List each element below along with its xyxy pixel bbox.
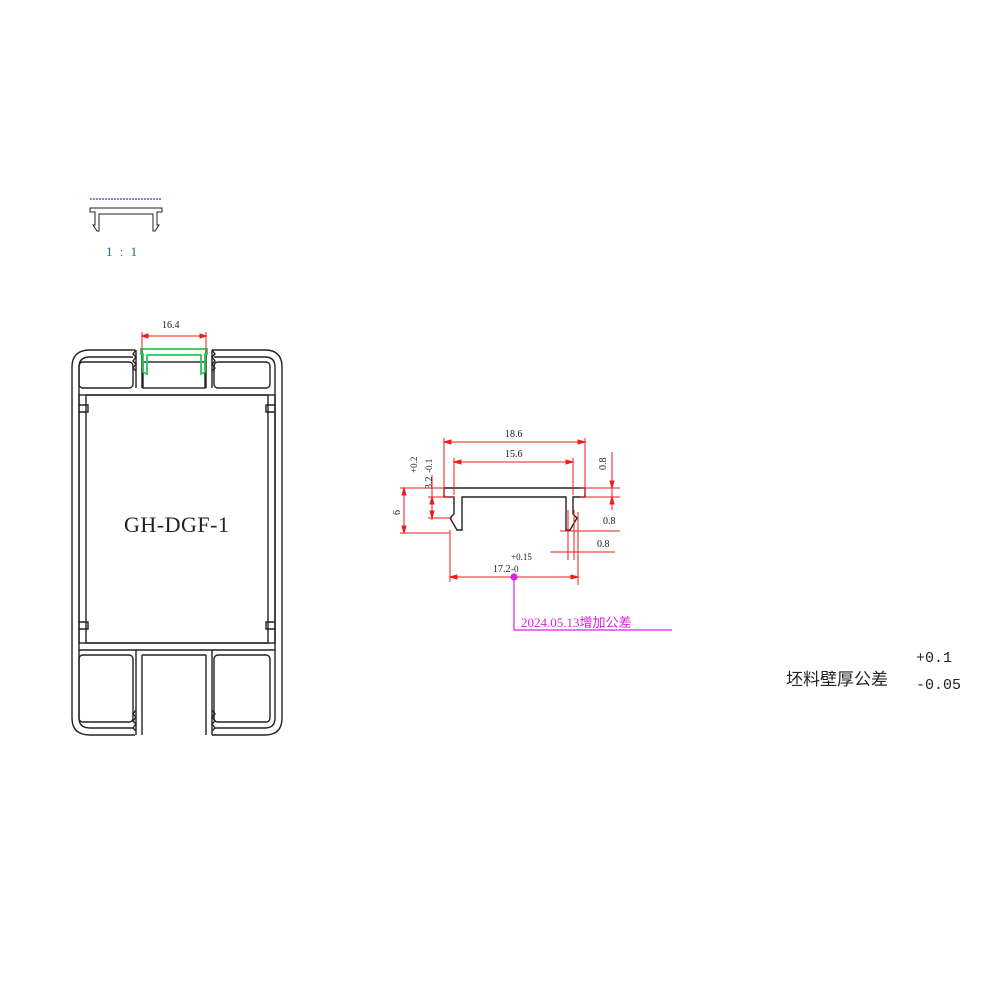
slot-width-dimension xyxy=(140,332,208,352)
overall-width-label: 18.6 xyxy=(505,429,523,440)
leg-height-tol-plus: +0.2 xyxy=(409,456,419,473)
inner-width-label: 15.6 xyxy=(505,449,523,460)
wall-thickness-tol-plus: +0.1 xyxy=(916,650,953,667)
thumbnail-profile xyxy=(89,198,163,232)
scale-label: 1 : 1 xyxy=(106,244,140,259)
cover-detail-outline xyxy=(443,487,586,531)
cover-highlight xyxy=(140,348,208,376)
slot-width-label: 16.4 xyxy=(162,320,180,331)
hook-width-label-1: 0.8 xyxy=(603,516,616,527)
revision-note: 2024.05.13增加公差 xyxy=(521,615,632,630)
revision-leader xyxy=(510,573,672,631)
base-width-label: 17.2 xyxy=(493,564,511,575)
base-width-tol-minus: -0 xyxy=(511,564,519,574)
main-profile-outline xyxy=(71,349,283,736)
base-width-tol-plus: +0.15 xyxy=(511,552,532,562)
top-thickness-label: 0.8 xyxy=(598,457,609,471)
wall-thickness-tolerance-label: 坯料壁厚公差 xyxy=(786,670,888,690)
total-height-label: 6 xyxy=(392,510,403,515)
leg-height-label: 3.2 xyxy=(424,476,435,490)
model-label: GH-DGF-1 xyxy=(124,512,230,537)
wall-thickness-tol-minus: -0.05 xyxy=(916,677,962,694)
leg-height-tol-minus: -0.1 xyxy=(424,458,434,473)
hook-width-label-2: 0.8 xyxy=(597,539,610,550)
